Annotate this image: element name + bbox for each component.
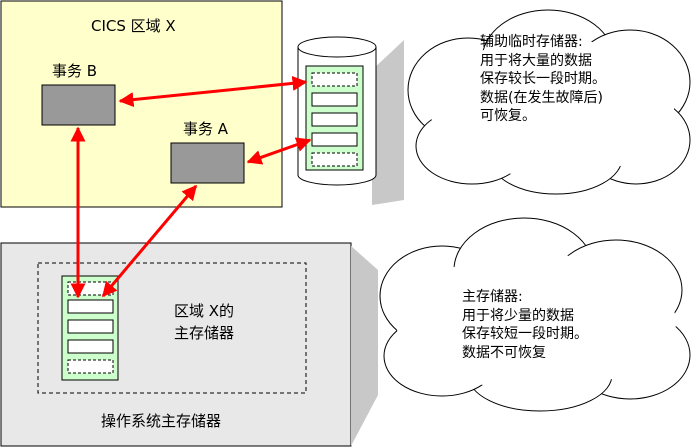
arrow-b-to-aux-storage [118,75,308,108]
transaction-a-label: 事务 A [183,120,229,138]
main-storage-stack [61,275,119,381]
transaction-b-label: 事务 B [52,62,98,80]
main-note-cloud [379,217,691,412]
arrow-a-to-main-storage [101,184,198,298]
main-callout-shadow [351,246,378,446]
aux-storage-cylinder [297,36,377,186]
cics-region-title: CICS 区域 X [91,17,176,35]
main-storage-note: 主存储器: 用于将少量的数据 保存较短一段时期。 数据不可恢复 [462,289,588,361]
transaction-b-box[interactable] [41,84,116,126]
transaction-a-box[interactable] [170,142,245,184]
region-main-storage-label: 区域 X的 主存储器 [174,302,235,342]
aux-callout-shadow [372,40,404,205]
aux-note-cloud [407,9,691,195]
arrow-a-to-aux-storage [246,137,312,165]
os-main-storage-label: 操作系统主存储器 [101,412,222,430]
aux-storage-note: 辅助临时存储器: 用于将大量的数据 保存较长一段时期。 数据(在发生故障后) 可… [480,34,606,124]
